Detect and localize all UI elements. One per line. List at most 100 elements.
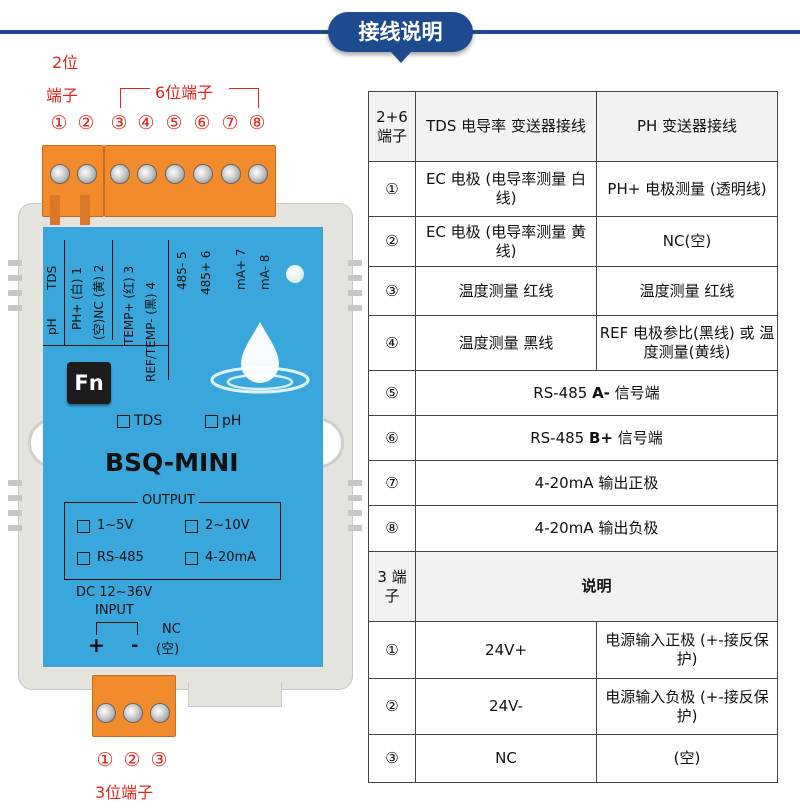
table-row: ⑥ RS-485 B+ 信号端 xyxy=(368,415,778,461)
vert-c6: 485+ 6 xyxy=(199,250,213,295)
output-checkbox-3[interactable] xyxy=(77,552,90,565)
six-pos-bracket-right xyxy=(229,88,259,89)
row-number: ④ xyxy=(368,315,416,371)
rail-r8 xyxy=(348,525,362,531)
row-number: ② xyxy=(368,678,416,735)
label-divider-v3 xyxy=(168,240,169,380)
row-number: ② xyxy=(368,216,416,267)
row-a: 24V+ xyxy=(415,621,597,679)
row-span-a: RS-485 xyxy=(533,383,593,402)
terminal-block-6pos xyxy=(104,145,276,217)
rail-l1 xyxy=(8,260,22,266)
screw-6[interactable] xyxy=(193,164,213,184)
row-number: ③ xyxy=(368,734,416,783)
rail-l4 xyxy=(8,305,22,311)
screw-2[interactable] xyxy=(77,164,97,184)
bottom-number-1: ① xyxy=(96,749,114,771)
row-a: 24V- xyxy=(415,678,597,735)
row-number: ① xyxy=(368,621,416,679)
row-span: RS-485 A- 信号端 xyxy=(415,370,778,416)
row-span: 4-20mA 输出负极 xyxy=(415,505,778,552)
rail-l5 xyxy=(8,480,22,486)
header-line-right xyxy=(470,30,800,34)
row-span: 4-20mA 输出正极 xyxy=(415,460,778,506)
vert-c3: TEMP+ (红) 3 xyxy=(122,265,136,345)
output-checkbox-1[interactable] xyxy=(77,520,90,533)
rail-r3 xyxy=(348,290,362,296)
table-row: ② EC 电极 (电导率测量 黄线) NC(空) xyxy=(368,216,778,267)
rail-r6 xyxy=(348,495,362,501)
screw-1[interactable] xyxy=(50,164,70,184)
header-tds: TDS 电导率 变送器接线 xyxy=(415,91,597,162)
input-title: INPUT xyxy=(95,603,134,618)
row-ph: NC(空) xyxy=(596,216,778,267)
vert-tds: TDS xyxy=(45,265,59,290)
vert-c4: REF/TEMP- (黑) 4 xyxy=(144,281,158,382)
row-span: RS-485 B+ 信号端 xyxy=(415,415,778,461)
header-pointer xyxy=(390,51,412,63)
device-face xyxy=(43,227,323,667)
row-tds: EC 电极 (电导率测量 白线) xyxy=(415,161,597,217)
input-bracket xyxy=(96,622,138,635)
six-pos-label: 6位端子 xyxy=(155,83,214,102)
mode-ph-checkbox[interactable] xyxy=(205,415,218,428)
mode-tds-checkbox[interactable] xyxy=(117,415,130,428)
vert-c1: PH+ (白) 1 xyxy=(70,267,84,330)
output-box xyxy=(64,502,281,580)
input-plus: + xyxy=(88,633,105,657)
table-row: ③ 温度测量 红线 温度测量 红线 xyxy=(368,266,778,316)
label-divider-v xyxy=(64,240,65,345)
top-number-2: ② xyxy=(77,112,95,134)
top-number-8: ⑧ xyxy=(248,112,266,134)
two-pos-label-1: 2位 xyxy=(52,53,79,72)
table-row: ⑤ RS-485 A- 信号端 xyxy=(368,370,778,416)
header-line-left xyxy=(0,30,330,34)
six-pos-bracket-left-v xyxy=(120,88,121,108)
bottom-screw-3[interactable] xyxy=(150,703,170,723)
output-checkbox-4[interactable] xyxy=(185,552,198,565)
rail-l2 xyxy=(8,275,22,281)
table-row: ② 24V- 电源输入负极 (+-接反保护) xyxy=(368,678,778,735)
output-checkbox-2[interactable] xyxy=(185,520,198,533)
fn-key[interactable]: Fn xyxy=(67,362,111,404)
water-drop-icon xyxy=(210,322,310,394)
screw-3[interactable] xyxy=(110,164,130,184)
wiring-table: 2+6 端子 TDS 电导率 变送器接线 PH 变送器接线 ① EC 电极 (电… xyxy=(368,91,778,783)
output-title: OUTPUT xyxy=(138,493,199,508)
table-row: ④ 温度测量 黑线 REF 电极参比(黑线) 或 温度测量(黄线) xyxy=(368,315,778,371)
nc-label-2: (空) xyxy=(156,642,180,657)
bottom-screw-2[interactable] xyxy=(123,703,143,723)
row-b: 电源输入负极 (+-接反保护) xyxy=(596,678,778,735)
bottom-number-3: ③ xyxy=(150,749,168,771)
table-header-row: 2+6 端子 TDS 电导率 变送器接线 PH 变送器接线 xyxy=(368,91,778,162)
input-minus: - xyxy=(131,635,139,656)
screw-8[interactable] xyxy=(248,164,268,184)
row-span-b: B+ xyxy=(588,428,613,447)
table-row: ① EC 电极 (电导率测量 白线) PH+ 电极测量 (透明线) xyxy=(368,161,778,217)
screw-7[interactable] xyxy=(221,164,241,184)
rail-l8 xyxy=(8,525,22,531)
row-tds: EC 电极 (电导率测量 黄线) xyxy=(415,216,597,267)
rail-l6 xyxy=(8,495,22,501)
status-led xyxy=(286,265,304,283)
mode-tds-label: TDS xyxy=(134,413,163,429)
table-row: ⑦ 4-20mA 输出正极 xyxy=(368,460,778,506)
row-tds: 温度测量 红线 xyxy=(415,266,597,316)
vert-c5: 485- 5 xyxy=(175,251,189,290)
table-row: ⑧ 4-20mA 输出负极 xyxy=(368,505,778,552)
screw-5[interactable] xyxy=(165,164,185,184)
bottom-screw-1[interactable] xyxy=(96,703,116,723)
output-label-3: RS-485 xyxy=(97,550,144,565)
row-ph: PH+ 电极测量 (透明线) xyxy=(596,161,778,217)
row-ph: REF 电极参比(黑线) 或 温度测量(黄线) xyxy=(596,315,778,371)
row-a: NC xyxy=(415,734,597,783)
header-ph: PH 变送器接线 xyxy=(596,91,778,162)
row-number: ③ xyxy=(368,266,416,316)
dc-range: DC 12~36V xyxy=(76,585,153,600)
rail-r7 xyxy=(348,510,362,516)
vert-c2: (空)NC (黄) 2 xyxy=(92,264,106,340)
row-tds: 温度测量 黑线 xyxy=(415,315,597,371)
screw-4[interactable] xyxy=(137,164,157,184)
row-span-c: 信号端 xyxy=(613,428,663,447)
row-ph: 温度测量 红线 xyxy=(596,266,778,316)
